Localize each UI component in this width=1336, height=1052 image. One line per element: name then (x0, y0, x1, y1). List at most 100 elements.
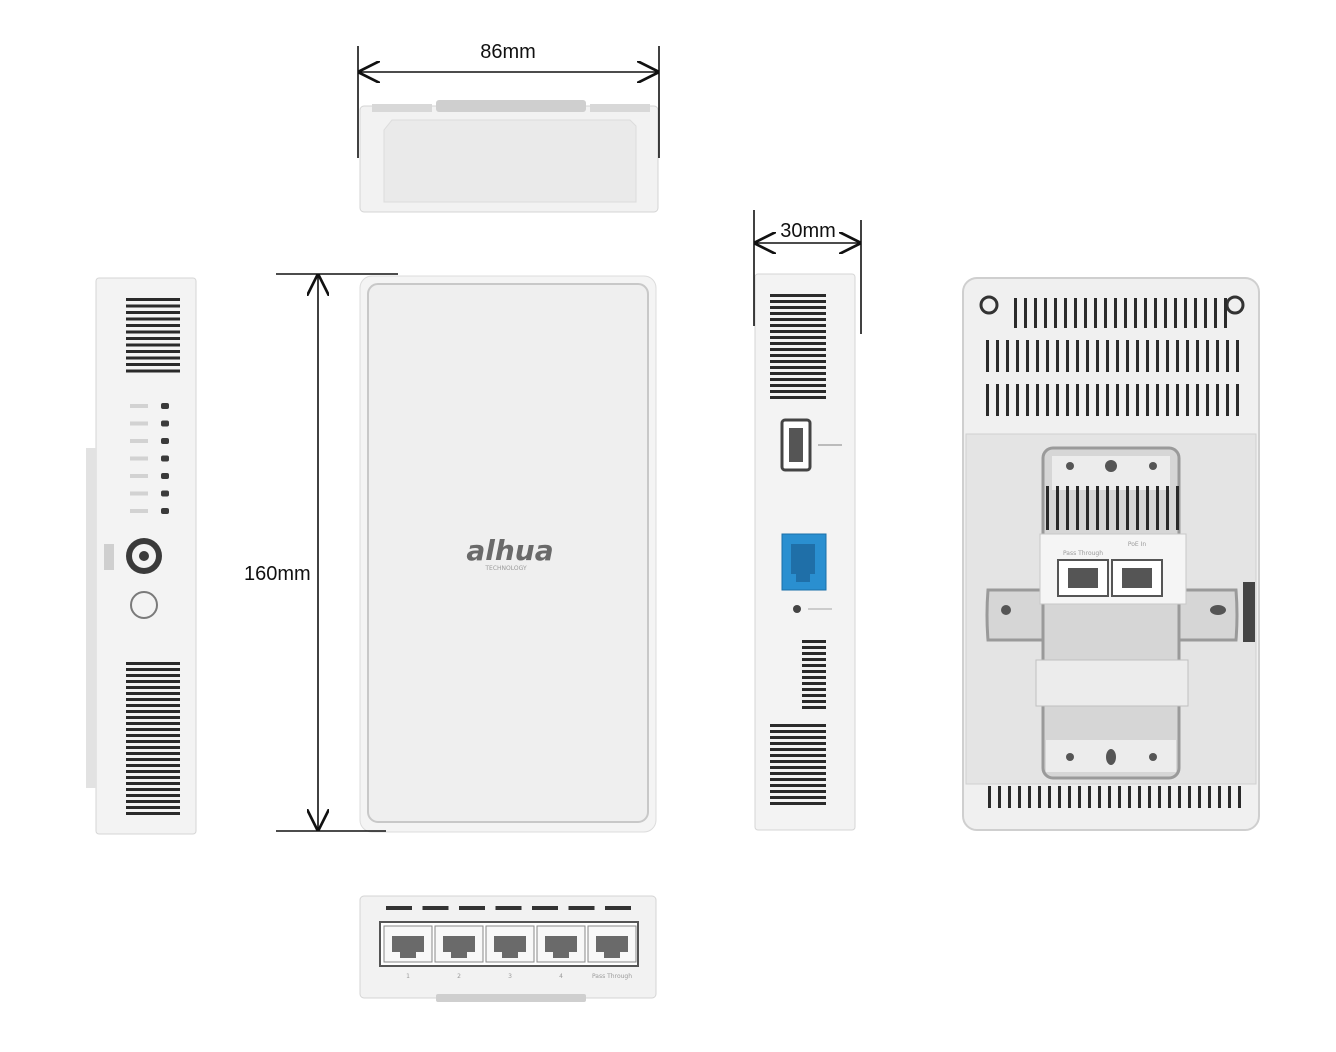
reset-pinhole-icon (793, 605, 801, 613)
vent-slat (126, 722, 180, 725)
dc-power-jack (104, 538, 162, 574)
vent-slat (1138, 786, 1141, 808)
vent-slat (770, 330, 826, 333)
vent-slat (802, 682, 826, 685)
vent-slat (1116, 384, 1119, 416)
vent-slat (1054, 298, 1057, 328)
rear-label-pass-through: Pass Through (1063, 550, 1103, 557)
vent-slat (126, 788, 180, 791)
vent-slat (1186, 340, 1189, 372)
vent-slat (996, 384, 999, 416)
vent-slat (1158, 786, 1161, 808)
vent-slat (1066, 486, 1069, 530)
vent-slat (770, 802, 826, 805)
vent-slat (1166, 384, 1169, 416)
vent-slat (1066, 384, 1069, 416)
rj45-socket (545, 936, 577, 958)
vent-slat (126, 343, 180, 347)
vent-slat (770, 796, 826, 799)
vent-slat (1214, 298, 1217, 328)
vent-slat (770, 736, 826, 739)
led-mark (422, 906, 449, 910)
vent-slat (1066, 340, 1069, 372)
vent-slat (770, 360, 826, 363)
vent-slat (126, 692, 180, 695)
port-label: 2 (457, 973, 461, 980)
vent-slat (770, 372, 826, 375)
vent-slat (1036, 384, 1039, 416)
right-side-view (754, 273, 856, 831)
vent-slat (1074, 298, 1077, 328)
vent-grille-bottom-right (770, 640, 826, 805)
vent-slat (1228, 786, 1231, 808)
vent-slat (126, 668, 180, 671)
vent-slat (1224, 298, 1227, 328)
port-label: 4 (559, 973, 563, 980)
vent-slat (1204, 298, 1207, 328)
led-indicator (161, 490, 169, 497)
vent-slat (988, 786, 991, 808)
vent-slat (1156, 486, 1159, 530)
led-label-mark (130, 404, 148, 408)
led-indicator (161, 438, 169, 444)
vent-slat (126, 698, 180, 701)
vent-slat (1218, 786, 1221, 808)
vent-slat (1118, 786, 1121, 808)
vent-slat (126, 764, 180, 767)
vent-slat (1198, 786, 1201, 808)
vent-slat (1046, 340, 1049, 372)
rear-label-poe-in: PoE In (1128, 541, 1147, 548)
vent-slat (802, 706, 826, 709)
vent-slat (126, 740, 180, 743)
vent-slat (1036, 340, 1039, 372)
vent-slat (996, 340, 999, 372)
vent-slat (770, 742, 826, 745)
reset-button-icon (130, 591, 158, 619)
vent-slat (1038, 786, 1041, 808)
vent-slat (1096, 340, 1099, 372)
width-dimension: 86mm (357, 41, 660, 158)
led-indicator (161, 403, 169, 409)
led-label-mark (130, 491, 148, 496)
port-label: 1 (406, 973, 410, 980)
vent-slat (1136, 340, 1139, 372)
vent-slat (1026, 340, 1029, 372)
vent-slat (1014, 298, 1017, 328)
vent-slat (1154, 298, 1157, 328)
vent-slat (1194, 298, 1197, 328)
led-mark (605, 906, 631, 910)
vent-slat (1076, 340, 1079, 372)
vent-slat (986, 340, 989, 372)
left-side-view (86, 277, 197, 835)
vent-slat (1076, 384, 1079, 416)
vent-slat (802, 694, 826, 697)
vent-slat (1064, 298, 1067, 328)
vent-slat (1058, 786, 1061, 808)
vent-slat (1048, 786, 1051, 808)
vent-slat (126, 782, 180, 785)
vent-slat (126, 746, 180, 749)
vent-slat (770, 778, 826, 781)
vent-slat (770, 390, 826, 393)
vent-slat (1098, 786, 1101, 808)
vent-slat (1126, 340, 1129, 372)
led-indicator (161, 455, 169, 462)
vent-slat (1114, 298, 1117, 328)
vent-slat (770, 336, 826, 339)
led-label-mark (130, 421, 148, 426)
port-label: Pass Through (592, 973, 632, 980)
vent-slat (126, 324, 180, 327)
vent-slat (802, 700, 826, 703)
vent-slat (1146, 486, 1149, 530)
vent-slat (1136, 384, 1139, 416)
vent-slat (126, 758, 180, 761)
vent-slat (1116, 340, 1119, 372)
rear-side-latch (1243, 582, 1255, 642)
depth-label: 30mm (780, 220, 836, 242)
vent-slat (1136, 486, 1139, 530)
vent-slat (1236, 340, 1239, 372)
vent-slat (1034, 298, 1037, 328)
vent-slat (770, 748, 826, 751)
vent-slat (126, 674, 180, 677)
